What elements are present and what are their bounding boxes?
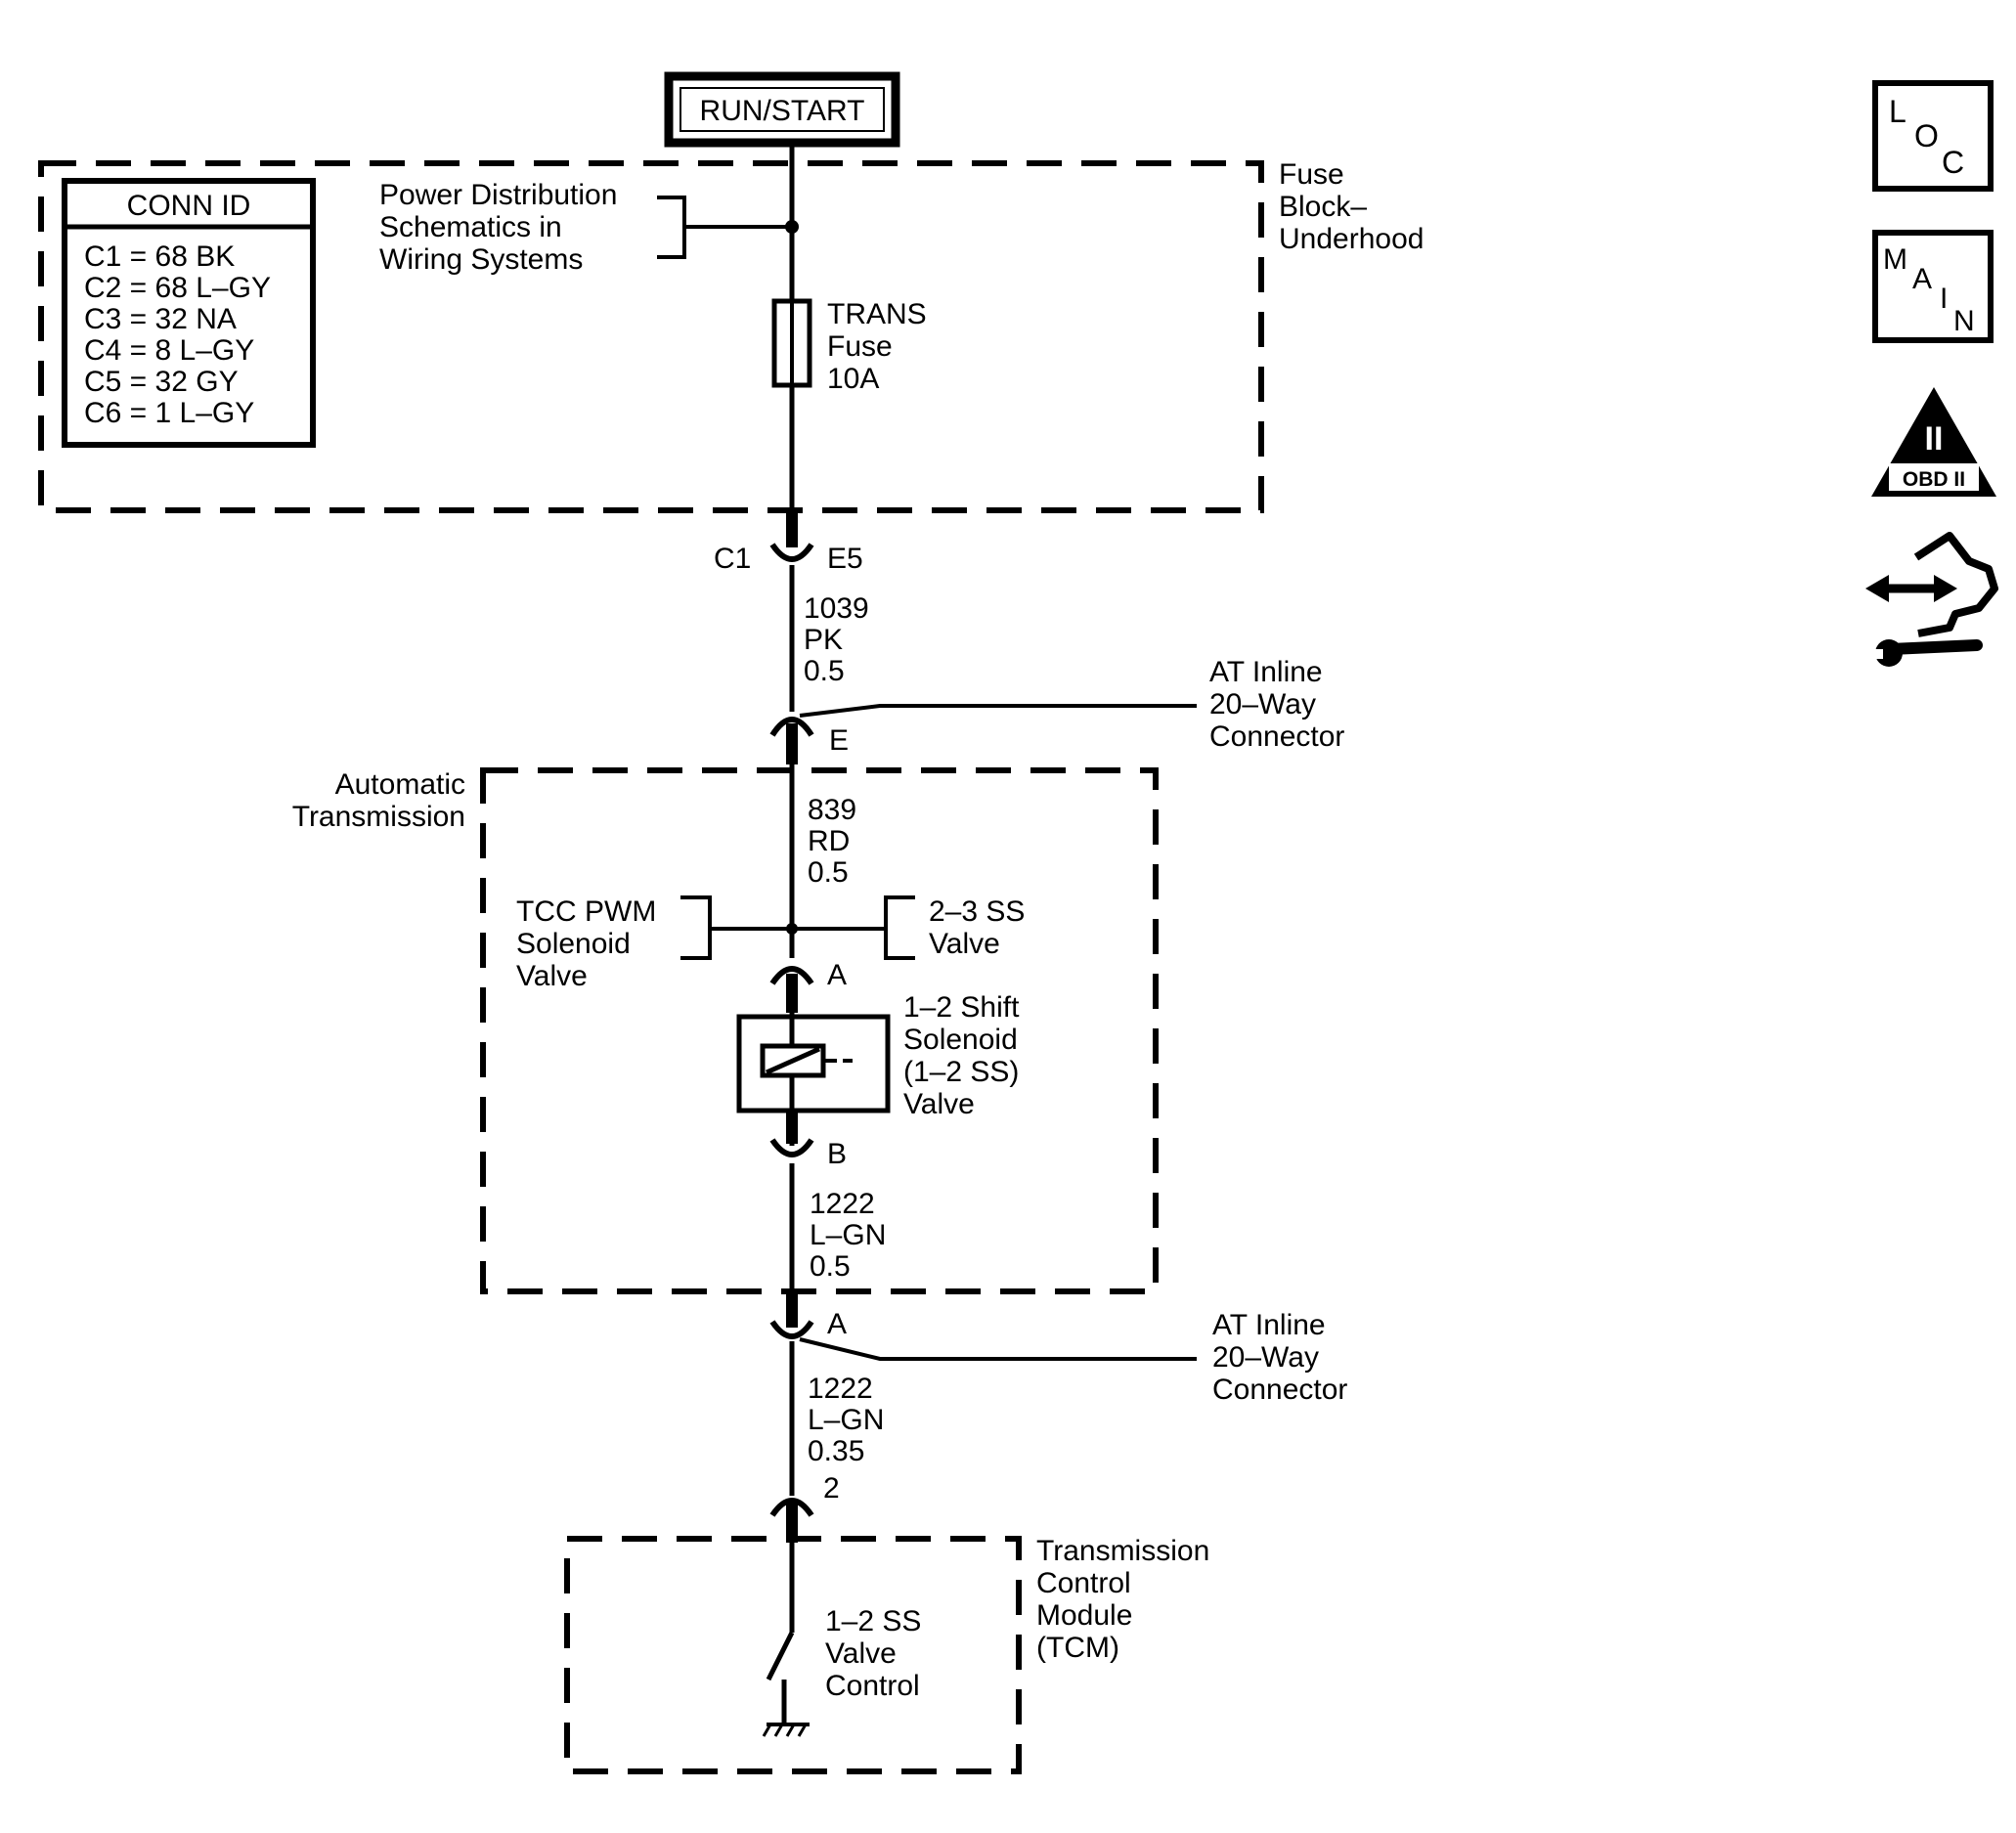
conn-id-table: CONN ID C1 = 68 BK C2 = 68 L–GY C3 = 32 …: [62, 178, 316, 448]
conn-id-row: C2 = 68 L–GY: [84, 272, 271, 304]
svg-text:10A: 10A: [827, 363, 879, 395]
svg-text:1222: 1222: [810, 1188, 875, 1220]
at-inline-connector-top: E AT Inline 20–Way Connector: [769, 656, 1344, 764]
svg-text:I: I: [1940, 283, 1948, 315]
svg-text:Power Distribution: Power Distribution: [379, 179, 617, 211]
svg-text:C1: C1: [714, 543, 751, 575]
conn-id-row: C1 = 68 BK: [84, 240, 235, 273]
svg-text:Block–: Block–: [1279, 191, 1367, 223]
conn-id-title: CONN ID: [127, 190, 251, 222]
svg-text:L–GN: L–GN: [808, 1404, 884, 1436]
svg-text:20–Way: 20–Way: [1212, 1341, 1319, 1374]
svg-text:Wiring Systems: Wiring Systems: [379, 243, 583, 276]
shift-solenoid-1-2: 1–2 Shift Solenoid (1–2 SS) Valve: [736, 991, 1020, 1146]
valve-control-switch: 1–2 SS Valve Control: [762, 1543, 921, 1737]
svg-text:Automatic: Automatic: [335, 768, 465, 801]
conn-id-row: C3 = 32 NA: [84, 303, 237, 335]
svg-text:Solenoid: Solenoid: [903, 1024, 1018, 1056]
connector-pin-a: A: [827, 1308, 847, 1340]
svg-text:Control: Control: [825, 1670, 920, 1702]
tcm-pin-2: 2: [769, 1472, 840, 1543]
tools-icon[interactable]: [1865, 532, 1998, 667]
svg-text:A: A: [1912, 263, 1932, 295]
svg-text:Valve: Valve: [903, 1088, 975, 1120]
svg-text:Fuse: Fuse: [1279, 158, 1344, 191]
solenoid-pin-a: A: [769, 959, 847, 1013]
svg-text:II: II: [1925, 420, 1944, 458]
svg-text:O: O: [1914, 118, 1939, 153]
tcm-label: Transmission Control Module (TCM): [1036, 1535, 1209, 1664]
svg-text:Fuse: Fuse: [827, 330, 893, 363]
main-icon[interactable]: M A I N: [1872, 230, 1994, 343]
tcm-boundary: [564, 1536, 1022, 1774]
svg-text:M: M: [1883, 243, 1907, 276]
power-distribution-reference: Power Distribution Schematics in Wiring …: [379, 179, 799, 276]
svg-text:C: C: [1942, 145, 1964, 180]
svg-text:L–GN: L–GN: [810, 1219, 886, 1251]
conn-id-row: C6 = 1 L–GY: [84, 397, 254, 429]
svg-text:Valve: Valve: [929, 928, 1000, 960]
loc-icon[interactable]: L O C: [1872, 80, 1994, 192]
wire-1222-label: 1222 L–GN 0.5: [810, 1188, 886, 1283]
svg-text:A: A: [827, 959, 847, 991]
svg-text:1222: 1222: [808, 1373, 873, 1405]
obd-ii-icon[interactable]: II OBD II: [1871, 387, 1996, 497]
svg-text:0.5: 0.5: [810, 1250, 851, 1283]
svg-text:(1–2 SS): (1–2 SS): [903, 1056, 1019, 1088]
svg-text:2–3 SS: 2–3 SS: [929, 895, 1025, 928]
svg-text:0.35: 0.35: [808, 1435, 864, 1467]
svg-text:Solenoid: Solenoid: [516, 928, 631, 960]
fuse-block-label: Fuse Block– Underhood: [1279, 158, 1424, 255]
svg-text:1–2 Shift: 1–2 Shift: [903, 991, 1020, 1024]
svg-text:2: 2: [823, 1472, 840, 1505]
svg-text:1–2 SS: 1–2 SS: [825, 1605, 921, 1637]
solenoid-pin-b: B: [769, 1111, 847, 1170]
svg-text:PK: PK: [804, 624, 843, 656]
svg-text:0.5: 0.5: [804, 655, 845, 687]
svg-text:E5: E5: [827, 543, 863, 575]
power-source-run-start: RUN/START: [664, 71, 900, 148]
power-label: RUN/START: [700, 95, 865, 127]
svg-text:1039: 1039: [804, 592, 869, 625]
automatic-transmission-label: Automatic Transmission: [292, 768, 465, 833]
svg-text:TRANS: TRANS: [827, 298, 927, 330]
svg-text:0.5: 0.5: [808, 856, 849, 889]
svg-text:TCC PWM: TCC PWM: [516, 895, 656, 928]
svg-text:AT Inline: AT Inline: [1212, 1309, 1326, 1341]
at-inline-connector-bottom: A AT Inline 20–Way Connector: [769, 1308, 1347, 1406]
svg-text:Underhood: Underhood: [1279, 223, 1424, 255]
svg-text:Transmission: Transmission: [1036, 1535, 1209, 1567]
svg-text:Valve: Valve: [825, 1637, 897, 1670]
svg-text:OBD II: OBD II: [1903, 468, 1965, 491]
svg-text:839: 839: [808, 794, 856, 826]
wire-839-label: 839 RD 0.5: [808, 794, 856, 889]
svg-text:Valve: Valve: [516, 960, 588, 992]
fuse-block-boundary: [38, 160, 1264, 513]
svg-text:Schematics in: Schematics in: [379, 211, 562, 243]
svg-text:Module: Module: [1036, 1599, 1132, 1632]
svg-text:AT Inline: AT Inline: [1209, 656, 1323, 688]
wire-1222-b-label: 1222 L–GN 0.35: [808, 1373, 884, 1467]
svg-text:Connector: Connector: [1209, 720, 1344, 753]
svg-text:Transmission: Transmission: [292, 801, 465, 833]
svg-text:L: L: [1889, 94, 1906, 129]
svg-text:Connector: Connector: [1212, 1374, 1347, 1406]
splice-tcc-ss23: TCC PWM Solenoid Valve 2–3 SS Valve: [516, 895, 1025, 992]
automatic-transmission-boundary: [480, 767, 1159, 1294]
svg-text:B: B: [827, 1138, 847, 1170]
connector-pin-e: E: [829, 724, 849, 757]
conn-id-row: C4 = 8 L–GY: [84, 334, 254, 367]
connector-c1-e5: C1 E5: [714, 543, 863, 575]
conn-id-row: C5 = 32 GY: [84, 366, 239, 398]
svg-text:20–Way: 20–Way: [1209, 688, 1316, 720]
trans-fuse: TRANS Fuse 10A: [771, 298, 927, 395]
wire-1039-label: 1039 PK 0.5: [804, 592, 869, 687]
svg-text:N: N: [1953, 305, 1975, 337]
svg-text:RD: RD: [808, 825, 850, 857]
svg-text:(TCM): (TCM): [1036, 1632, 1119, 1664]
svg-text:Control: Control: [1036, 1567, 1131, 1599]
